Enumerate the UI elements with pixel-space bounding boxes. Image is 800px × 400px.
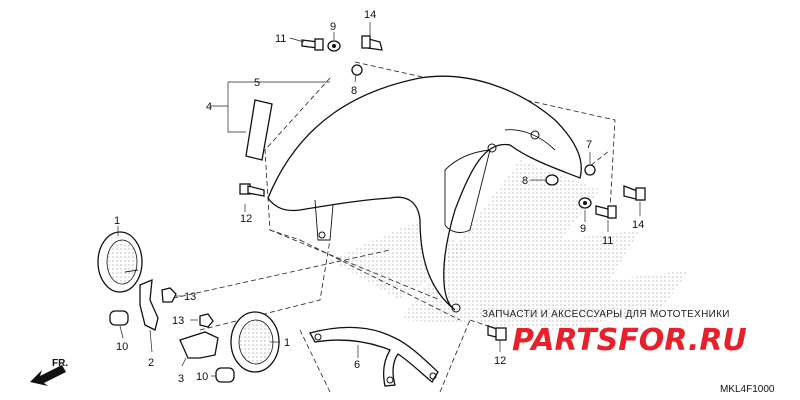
callout-14-top: 14 xyxy=(364,9,376,21)
callout-labels: 1 1 2 3 4 5 6 7 8 8 9 9 10 10 11 11 12 1… xyxy=(114,9,644,385)
callout-4: 4 xyxy=(206,101,212,113)
watermark-brand: PARTSFOR.RU xyxy=(512,323,747,358)
washer-top xyxy=(327,40,341,52)
callout-11-right: 11 xyxy=(602,235,613,247)
callout-1-right: 1 xyxy=(284,337,290,349)
callout-8-right: 8 xyxy=(522,175,528,187)
fork-brace xyxy=(309,326,439,387)
callout-12-bottom: 12 xyxy=(494,355,506,367)
bolt-14-right xyxy=(623,185,646,201)
reflector-left xyxy=(97,231,143,293)
callout-13-right: 13 xyxy=(172,315,184,327)
reflector-bracket-left xyxy=(139,278,159,331)
callout-6: 6 xyxy=(354,359,360,371)
bolt-12-left xyxy=(239,183,265,197)
callout-14-right: 14 xyxy=(632,219,644,231)
reflector-bracket-right xyxy=(179,331,219,359)
bolt-11-right xyxy=(595,205,617,219)
grommet-8-top xyxy=(351,64,363,76)
callout-10-left: 10 xyxy=(116,341,128,353)
callout-9-top: 9 xyxy=(330,21,336,33)
nut-left xyxy=(161,287,177,303)
callout-13-left: 13 xyxy=(184,291,196,303)
direction-label: FR. xyxy=(52,358,68,369)
grommet-left xyxy=(109,310,129,326)
bolt-14-top xyxy=(361,35,383,51)
front-direction-icon: FR. xyxy=(30,358,68,386)
front-fender xyxy=(267,75,582,313)
trim-strip xyxy=(245,99,273,161)
callout-9-right: 9 xyxy=(580,223,586,235)
callout-2: 2 xyxy=(148,357,154,369)
callout-8-top: 8 xyxy=(351,85,357,97)
grommet-8-right xyxy=(545,174,559,186)
diagram-code: MKL4F1000 xyxy=(720,384,775,395)
bolt-11-top xyxy=(301,38,324,51)
nut-right xyxy=(199,313,214,328)
collar-7 xyxy=(584,164,596,176)
washer-right xyxy=(578,197,592,209)
leader-lines xyxy=(117,22,641,377)
callout-5: 5 xyxy=(254,77,260,89)
callout-11-top: 11 xyxy=(275,33,286,45)
callout-3: 3 xyxy=(178,373,184,385)
callout-10-right: 10 xyxy=(196,371,208,383)
callout-12-left: 12 xyxy=(240,213,252,225)
bolt-12-bottom xyxy=(487,325,507,341)
watermark-caption: ЗАПЧАСТИ И АКСЕССУАРЫ ДЛЯ МОТОТЕХНИКИ xyxy=(482,309,730,320)
callout-7: 7 xyxy=(586,139,592,151)
callout-1-left: 1 xyxy=(114,215,120,227)
grommet-right xyxy=(215,367,235,383)
